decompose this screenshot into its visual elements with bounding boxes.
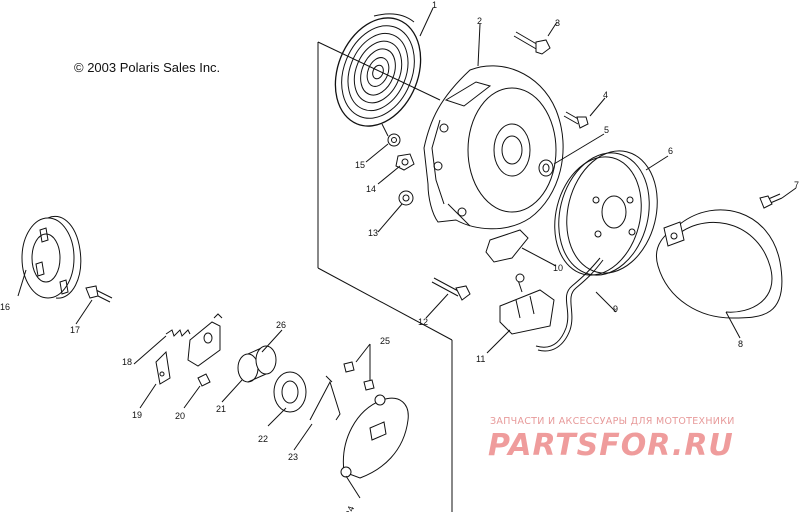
assembly-boundary — [317, 41, 453, 512]
callout-7: 7 — [794, 180, 799, 190]
callout-10: 10 — [553, 263, 563, 273]
callout-24: 24 — [344, 505, 357, 512]
callout-16: 16 — [0, 302, 10, 312]
watermark-tagline: ЗАПЧАСТИ И АКСЕССУАРЫ ДЛЯ МОТОТЕХНИКИ — [490, 416, 735, 427]
return-spring — [309, 375, 341, 421]
plate-screws — [343, 361, 375, 391]
callout-15: 15 — [355, 160, 365, 170]
pawl — [155, 350, 171, 385]
nut — [395, 153, 415, 171]
starter-cup — [21, 216, 82, 299]
cup-bolt — [85, 285, 113, 303]
callout-1: 1 — [432, 0, 437, 10]
callout-12: 12 — [418, 317, 428, 327]
retainer-plate — [340, 394, 409, 479]
callout-14: 14 — [366, 184, 376, 194]
pawl-pin — [197, 373, 211, 387]
callout-25: 25 — [380, 336, 390, 346]
callout-11: 11 — [476, 354, 485, 364]
callout-5: 5 — [604, 125, 609, 135]
bolt-short — [563, 111, 589, 129]
callout-2: 2 — [477, 16, 482, 26]
handle-insert — [485, 229, 529, 263]
recoil-pulley — [554, 150, 658, 276]
callout-17: 17 — [70, 325, 80, 335]
bolt-long — [513, 31, 551, 55]
callout-18: 18 — [122, 357, 132, 367]
callout-9: 9 — [613, 304, 618, 314]
starter-handle — [499, 273, 555, 335]
oil-seal — [273, 371, 307, 413]
callout-3: 3 — [555, 18, 560, 28]
copyright-text: © 2003 Polaris Sales Inc. — [74, 60, 221, 75]
pawl-bracket — [187, 313, 223, 367]
pawl-spring — [165, 329, 191, 337]
callout-23: 23 — [288, 452, 298, 462]
callout-22: 22 — [258, 434, 268, 444]
watermark-logo: PARTSFOR.RU — [488, 428, 734, 463]
mount-bolt — [431, 277, 471, 301]
callout-8: 8 — [738, 339, 743, 349]
callout-6: 6 — [668, 146, 673, 156]
callout-26: 26 — [276, 320, 286, 330]
lock-washer — [387, 133, 401, 147]
starter-rope — [535, 257, 604, 352]
callout-13: 13 — [368, 228, 378, 238]
cam-bushing — [237, 345, 277, 383]
bushing — [398, 190, 414, 206]
callout-leaders — [17, 7, 797, 499]
callout-4: 4 — [603, 90, 608, 100]
callout-21: 21 — [216, 404, 226, 414]
callout-19: 19 — [132, 410, 142, 420]
recoil-spring — [334, 13, 422, 127]
cover-bolt — [759, 193, 783, 209]
recoil-cover — [656, 209, 783, 319]
washer — [538, 159, 554, 177]
recoil-housing — [423, 65, 564, 230]
callout-20: 20 — [175, 411, 185, 421]
